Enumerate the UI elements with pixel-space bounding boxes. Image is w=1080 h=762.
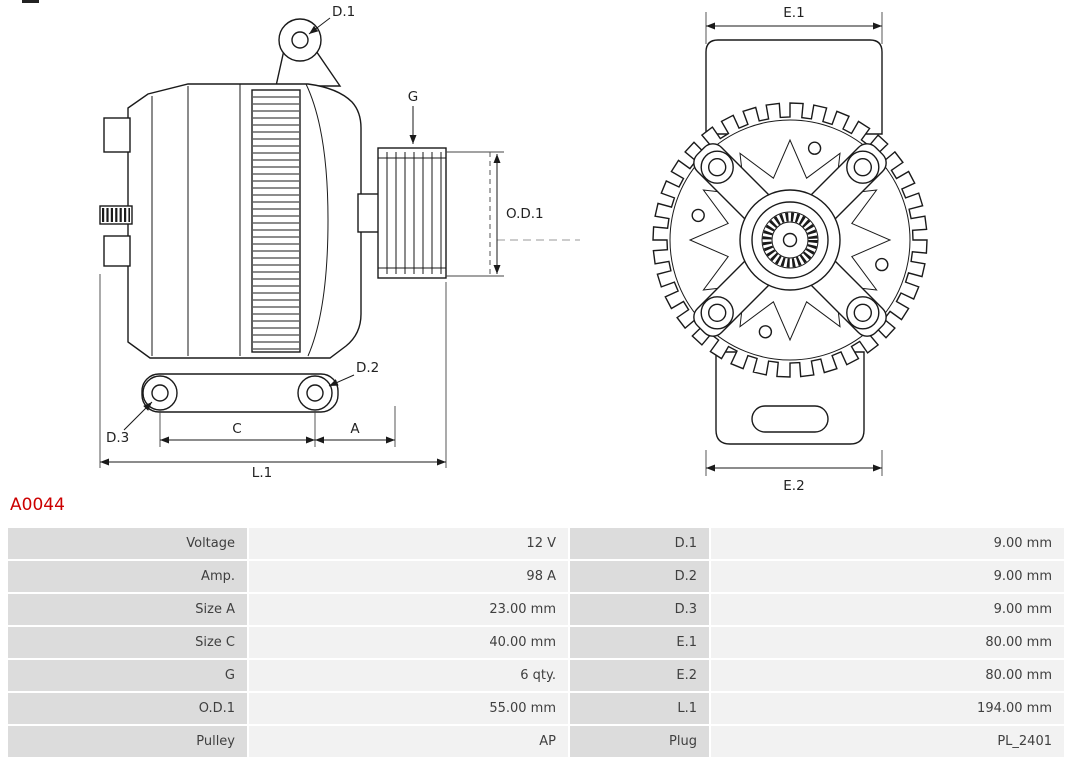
spec-value: 9.00 mm bbox=[711, 594, 1064, 625]
spec-label: Size A bbox=[8, 594, 247, 625]
spec-table: Voltage 12 V D.1 9.00 mm Amp. 98 A D.2 9… bbox=[8, 528, 1064, 757]
leader-d1 bbox=[308, 17, 331, 35]
spec-label: D.3 bbox=[570, 594, 709, 625]
mount-hole-left bbox=[151, 384, 169, 402]
pulley bbox=[377, 147, 447, 279]
spec-value: 6 qty. bbox=[249, 660, 568, 691]
alternator-technical-drawing: O.D.1 D.1 G D.2 D.3 C A L.1 bbox=[99, 4, 928, 494]
spec-label: Voltage bbox=[8, 528, 247, 559]
housing-rim bbox=[669, 119, 911, 361]
dim-label-od1: O.D.1 bbox=[506, 206, 544, 222]
spec-label: D.2 bbox=[570, 561, 709, 592]
hub bbox=[739, 189, 841, 291]
dim-label-c: C bbox=[232, 421, 241, 437]
fan-blades bbox=[688, 138, 892, 342]
bolt-pads bbox=[700, 150, 880, 330]
dim-label-e2: E.2 bbox=[783, 478, 804, 494]
stator-stack bbox=[251, 89, 301, 353]
spec-value: 23.00 mm bbox=[249, 594, 568, 625]
spec-value: 194.00 mm bbox=[711, 693, 1064, 724]
spec-value: 40.00 mm bbox=[249, 627, 568, 658]
spec-value: 12 V bbox=[249, 528, 568, 559]
spec-value: 80.00 mm bbox=[711, 627, 1064, 658]
dim-label-d3: D.3 bbox=[106, 430, 129, 446]
dim-label-d1: D.1 bbox=[332, 4, 355, 20]
part-number: A0044 bbox=[10, 495, 65, 515]
front-housing-contour bbox=[305, 83, 329, 357]
rear-terminal-block bbox=[103, 235, 131, 267]
rear-connector-block bbox=[103, 117, 131, 153]
shaft bbox=[357, 193, 381, 233]
spec-value: 9.00 mm bbox=[711, 561, 1064, 592]
alternator-side-view: O.D.1 D.1 G D.2 D.3 C A L.1 bbox=[99, 4, 580, 481]
top-ear-hole bbox=[291, 31, 309, 49]
spec-value: AP bbox=[249, 726, 568, 757]
spec-label: Amp. bbox=[8, 561, 247, 592]
mount-hole-right bbox=[306, 384, 324, 402]
dim-label-l1: L.1 bbox=[252, 465, 272, 481]
spec-value: 98 A bbox=[249, 561, 568, 592]
mounting-foot bbox=[141, 373, 339, 413]
dim-label-d2: D.2 bbox=[356, 360, 379, 376]
spec-label: Pulley bbox=[8, 726, 247, 757]
spec-label: L.1 bbox=[570, 693, 709, 724]
spec-value: PL_2401 bbox=[711, 726, 1064, 757]
spec-label: Plug bbox=[570, 726, 709, 757]
dim-label-e1: E.1 bbox=[783, 5, 804, 21]
bottom-bracket-slot bbox=[751, 405, 829, 433]
spec-value: 80.00 mm bbox=[711, 660, 1064, 691]
leader-d2 bbox=[328, 374, 355, 387]
alternator-front-view: E.1 E.2 bbox=[652, 5, 928, 494]
spec-label: Size C bbox=[8, 627, 247, 658]
dim-label-a: A bbox=[350, 421, 360, 437]
top-edge-artifact bbox=[22, 0, 39, 3]
spec-label: G bbox=[8, 660, 247, 691]
spec-label: E.2 bbox=[570, 660, 709, 691]
spec-label: D.1 bbox=[570, 528, 709, 559]
pulley-groove-lines bbox=[386, 152, 442, 274]
stator-lamination-lines bbox=[253, 96, 299, 350]
dim-label-g: G bbox=[408, 89, 418, 105]
vent-holes bbox=[691, 141, 889, 339]
spec-value: 9.00 mm bbox=[711, 528, 1064, 559]
spec-label: E.1 bbox=[570, 627, 709, 658]
spec-value: 55.00 mm bbox=[249, 693, 568, 724]
alternator-body bbox=[127, 83, 362, 359]
spec-label: O.D.1 bbox=[8, 693, 247, 724]
leader-d3 bbox=[123, 401, 153, 431]
